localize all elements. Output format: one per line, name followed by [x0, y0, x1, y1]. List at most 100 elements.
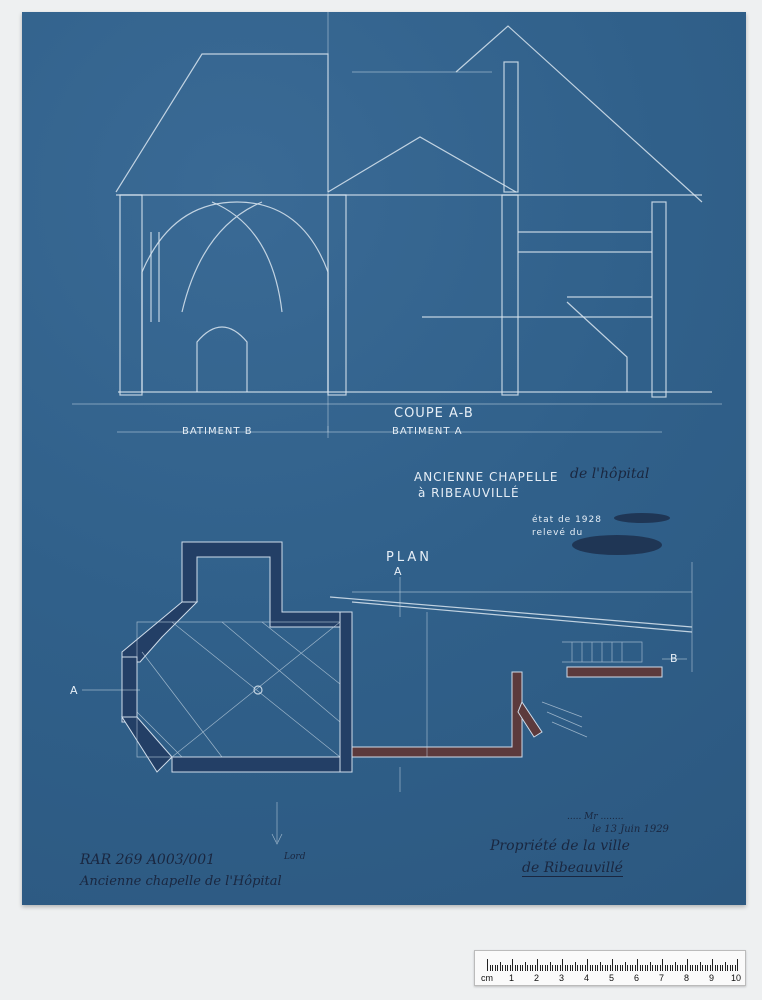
ruler-tick — [682, 965, 683, 971]
ruler-tick — [509, 965, 511, 971]
ruler-tick — [532, 965, 533, 971]
ruler-tick — [567, 965, 568, 971]
ruler-tick — [557, 965, 558, 971]
ruler-tick — [729, 965, 731, 971]
small-note: Lord — [284, 852, 306, 862]
ruler-tick — [722, 965, 723, 971]
plan-marker-a-left: A — [70, 684, 79, 697]
ruler-tick — [627, 965, 628, 971]
ruler-tick — [737, 959, 738, 971]
ruler-tick — [612, 959, 613, 971]
ruler-label: 1 — [509, 973, 515, 983]
ruler-tick — [664, 965, 666, 971]
ruler-tick — [712, 959, 713, 971]
blueprint-sheet: COUPE A-B BATIMENT B BATIMENT A ANCIENNE… — [22, 12, 746, 905]
ruler-unit: cm — [481, 973, 493, 983]
ruler-tick — [614, 965, 616, 971]
ruler-tick — [734, 965, 736, 971]
ruler-tick — [647, 965, 648, 971]
ruler-tick — [719, 965, 721, 971]
ruler-tick — [607, 965, 608, 971]
plan-marker-a: A — [394, 565, 403, 578]
ruler-tick — [692, 965, 693, 971]
ruler-tick — [504, 965, 506, 971]
ruler-tick — [522, 965, 523, 971]
ruler-tick — [624, 962, 626, 971]
ruler-tick — [649, 962, 651, 971]
ruler-tick — [619, 965, 621, 971]
heading-line2: à RIBEAUVILLÉ — [418, 486, 520, 500]
ruler-tick — [637, 959, 638, 971]
ruler-tick — [594, 965, 596, 971]
ruler-tick — [707, 965, 708, 971]
ruler-tick — [502, 965, 503, 971]
signature-date: le 13 Juin 1929 — [592, 824, 669, 835]
ruler-tick — [542, 965, 543, 971]
ruler-tick — [654, 965, 656, 971]
ruler-tick — [634, 965, 636, 971]
ruler-tick — [694, 965, 696, 971]
ruler-tick — [709, 965, 711, 971]
ruler-label: 10 — [731, 973, 742, 983]
ruler-tick — [587, 959, 588, 971]
ruler-tick — [609, 965, 611, 971]
floor-plan — [82, 541, 693, 845]
ruler-tick — [494, 965, 496, 971]
ruler-tick — [507, 965, 508, 971]
ruler-tick — [574, 962, 576, 971]
ruler-tick — [642, 965, 643, 971]
ruler-label: 6 — [634, 973, 640, 983]
ruler-tick — [584, 965, 586, 971]
ruler-tick — [512, 959, 513, 971]
surveyed-label: relevé du — [532, 528, 584, 538]
ruler-tick — [677, 965, 678, 971]
ruler-tick — [564, 965, 566, 971]
ruler-tick — [572, 965, 573, 971]
ruler-tick — [679, 965, 681, 971]
ruler-tick — [704, 965, 706, 971]
ruler-tick — [519, 965, 521, 971]
ruler-label: 8 — [684, 973, 690, 983]
ruler-tick — [539, 965, 541, 971]
ruler-label: 3 — [559, 973, 565, 983]
ruler-tick — [714, 965, 716, 971]
ruler-tick — [547, 965, 548, 971]
ruler-tick — [554, 965, 556, 971]
building-a-label: BATIMENT A — [392, 426, 463, 437]
ruler-tick — [552, 965, 553, 971]
ruler-tick — [727, 965, 728, 971]
ruler-tick — [599, 962, 601, 971]
ruler-tick — [527, 965, 528, 971]
ruler-tick — [597, 965, 598, 971]
ruler-label: 2 — [534, 973, 540, 983]
ruler-tick — [732, 965, 733, 971]
ruler-tick — [617, 965, 618, 971]
ruler-tick — [487, 959, 488, 971]
ruler-tick — [582, 965, 583, 971]
ruler-tick — [674, 962, 676, 971]
ruler-tick — [524, 962, 526, 971]
ruler-tick — [672, 965, 673, 971]
heading-line1: ANCIENNE CHAPELLE — [414, 470, 559, 484]
ruler-tick — [639, 965, 641, 971]
signature-line: ..... Mr ........ — [567, 812, 624, 822]
ruler-tick — [492, 965, 493, 971]
ruler-tick — [604, 965, 606, 971]
ruler-tick — [559, 965, 561, 971]
ruler-label: 5 — [609, 973, 615, 983]
ruler-tick — [699, 962, 701, 971]
ruler-tick — [562, 959, 563, 971]
ruler-label: 9 — [709, 973, 715, 983]
archive-title: Ancienne chapelle de l'Hôpital — [80, 874, 282, 889]
ruler-tick — [662, 959, 663, 971]
ruler-tick — [569, 965, 571, 971]
ruler-tick — [589, 965, 591, 971]
ruler-tick — [724, 962, 726, 971]
ruler-label: 4 — [584, 973, 590, 983]
section-title: COUPE A-B — [394, 406, 474, 421]
section-elevation — [72, 12, 722, 438]
ruler-tick — [697, 965, 698, 971]
ruler-tick — [629, 965, 631, 971]
ruler-tick — [657, 965, 658, 971]
ruler-tick — [687, 959, 688, 971]
